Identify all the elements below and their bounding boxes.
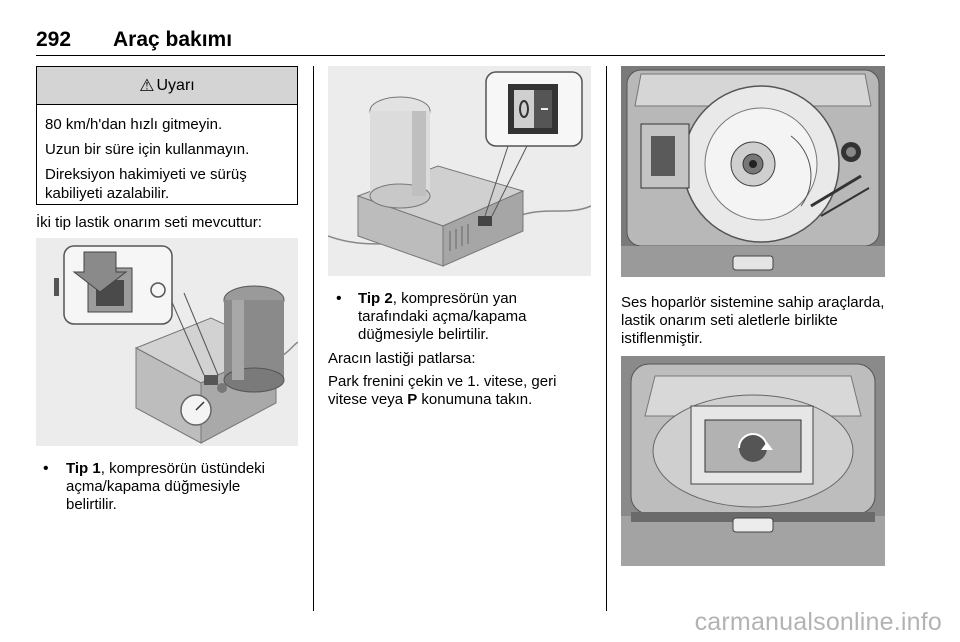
warning-box: ⚠ Uyarı 80 km/h'dan hızlı gitmeyin. Uzun… bbox=[36, 66, 298, 205]
bullet-dot: • bbox=[336, 290, 342, 307]
watermark: carmanualsonline.info bbox=[694, 608, 942, 636]
warning-body: 80 km/h'dan hızlı gitmeyin. Uzun bir sür… bbox=[37, 105, 297, 203]
parking-text-2: konumuna takın. bbox=[417, 391, 533, 408]
page-number: 292 bbox=[36, 28, 72, 51]
parking-text-1: Park frenini çekin ve 1. vitese, geri vi… bbox=[328, 373, 557, 408]
figure-spare-well-kit bbox=[621, 356, 885, 566]
warning-line: Direksiyon hakimiyeti ve sürüş kabiliyet… bbox=[45, 166, 247, 202]
header-rule bbox=[36, 55, 885, 56]
type2-text: , kompresörün yan tarafındaki açma/kapam… bbox=[358, 290, 527, 343]
type2-description: Tip 2, kompresörün yan tarafındaki açma/… bbox=[358, 290, 588, 344]
warning-line: Uzun bir süre için kullanmayın. bbox=[45, 141, 250, 158]
figure-type2-compressor bbox=[328, 66, 591, 276]
section-title: Araç bakımı bbox=[113, 28, 233, 51]
warning-header: ⚠ Uyarı bbox=[37, 67, 297, 105]
column-divider-1 bbox=[313, 66, 314, 611]
warning-triangle-icon: ⚠ bbox=[139, 75, 155, 95]
type1-label: Tip 1 bbox=[66, 460, 101, 477]
parking-gear-label: P bbox=[407, 391, 418, 408]
type1-text: , kompresörün üstündeki açma/kapama düğm… bbox=[66, 460, 265, 513]
bullet-dot: • bbox=[43, 460, 49, 477]
warning-title: Uyarı bbox=[156, 76, 195, 94]
column-divider-2 bbox=[606, 66, 607, 611]
flat-tire-intro: Aracın lastiği patlarsa: bbox=[328, 350, 476, 367]
warning-line: 80 km/h'dan hızlı gitmeyin. bbox=[45, 116, 223, 133]
figure-type1-compressor bbox=[36, 238, 298, 446]
kit-types-intro: İki tip lastik onarım seti mevcuttur: bbox=[36, 214, 262, 231]
speaker-system-caption: Ses hoparlör sistemine sahip araçlarda, … bbox=[621, 294, 885, 347]
type1-description: Tip 1, kompresörün üstündeki açma/kapama… bbox=[66, 460, 294, 514]
figure-spare-well-speaker bbox=[621, 66, 885, 277]
parking-instruction: Park frenini çekin ve 1. vitese, geri vi… bbox=[328, 373, 598, 409]
type2-label: Tip 2 bbox=[358, 290, 393, 307]
